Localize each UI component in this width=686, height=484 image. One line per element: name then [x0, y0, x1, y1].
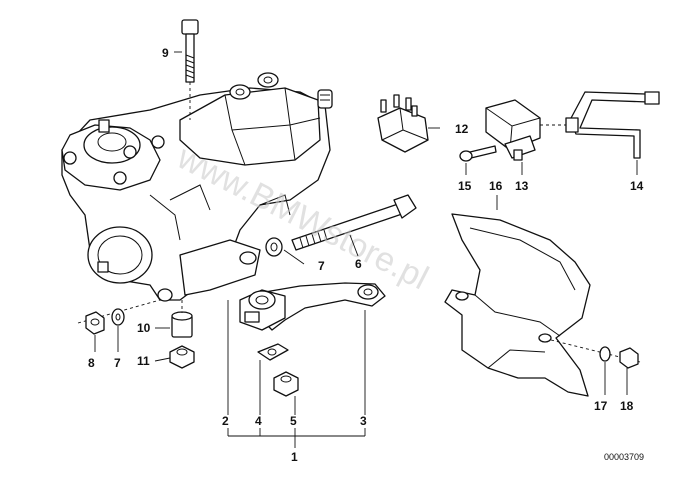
- steering-gear-box: [61, 72, 333, 302]
- callout-5: 5: [290, 414, 297, 428]
- callout-15: 15: [458, 179, 472, 193]
- callout-labels: 9 12 15 13 14 16 7 6 10 8 7 11 17 18 2 4…: [88, 46, 644, 464]
- relay-12: [377, 94, 429, 153]
- callout-7-upper: 7: [318, 259, 325, 273]
- callout-6: 6: [355, 257, 362, 271]
- callout-13: 13: [515, 179, 529, 193]
- callout-11: 11: [137, 354, 150, 368]
- bolt-6: [291, 194, 417, 251]
- callout-4: 4: [255, 414, 262, 428]
- callout-1: 1: [291, 450, 298, 464]
- callout-3: 3: [360, 414, 367, 428]
- control-unit-13: [459, 99, 541, 162]
- callout-17: 17: [594, 399, 608, 413]
- callout-14: 14: [630, 179, 644, 193]
- diagram-reference-number: 00003709: [604, 452, 644, 462]
- heat-shield-16: [444, 213, 641, 397]
- callout-10: 10: [137, 321, 151, 335]
- callout-16: 16: [489, 179, 503, 193]
- callout-12: 12: [455, 122, 469, 136]
- callout-2: 2: [222, 414, 229, 428]
- bolt-9: [181, 19, 199, 120]
- callout-9: 9: [162, 46, 169, 60]
- pitman-arm-assembly: [239, 282, 386, 397]
- washer-7-upper: [265, 237, 283, 257]
- callout-7-lower: 7: [114, 356, 121, 370]
- callout-8: 8: [88, 356, 95, 370]
- bracket-14: [540, 91, 660, 159]
- callout-18: 18: [620, 399, 634, 413]
- small-hardware: [77, 299, 195, 369]
- leader-lines: [94, 51, 638, 448]
